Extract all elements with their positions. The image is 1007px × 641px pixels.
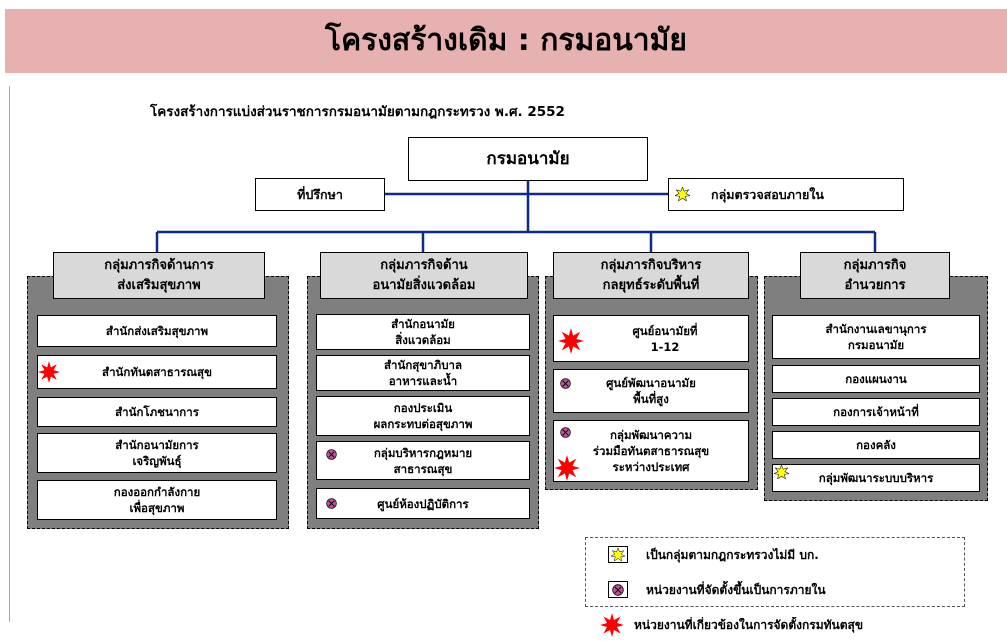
unit-label: กองคลัง	[856, 438, 896, 452]
unit-label: สำนักทันตสาธารณสุข	[102, 365, 212, 379]
unit-label: กลุ่มพัฒนาความ	[609, 428, 693, 442]
group-heading-administration: กลุ่มภารกิจ อำนวยการ	[800, 252, 950, 299]
unit-box: กองคลัง	[772, 431, 980, 459]
unit-label: สำนักโภชนาการ	[115, 405, 199, 419]
unit-label: เจริญพันธุ์	[132, 454, 182, 468]
unit-box: ศูนย์ห้องปฏิบัติการ	[316, 488, 530, 519]
title-banner: โครงสร้างเดิม : กรมอนามัย	[5, 9, 1007, 73]
unit-label: พื้นที่สูง	[633, 392, 669, 406]
unit-box: สำนักทันตสาธารณสุข	[37, 355, 277, 389]
legend-text: หน่วยงานที่จัดตั้งขึ้นเป็นการภายใน	[646, 583, 826, 597]
advisor-box: ที่ปรึกษา	[255, 178, 385, 211]
group-heading-line: อำนวยการ	[844, 277, 906, 293]
unit-box: ศูนย์อนามัยที่ 1-12	[553, 315, 749, 362]
red-star-icon	[558, 328, 584, 354]
unit-box: สำนักสุขาภิบาล อาหารและน้ำ	[316, 355, 530, 391]
page-title: โครงสร้างเดิม : กรมอนามัย	[324, 23, 688, 58]
legend: เป็นกลุ่มตามกฎกระทรวงไม่มี บก. หน่วยงานท…	[585, 537, 965, 607]
unit-label: กองประเมิน	[393, 401, 453, 415]
unit-box: สำนักส่งเสริมสุขภาพ	[37, 315, 277, 347]
sun-icon	[774, 465, 789, 480]
unit-box: ศูนย์พัฒนาอนามัย พื้นที่สูง	[553, 369, 749, 413]
root-label: กรมอนามัย	[486, 148, 570, 169]
group-heading-health-promotion: กลุ่มภารกิจด้านการ ส่งเสริมสุขภาพ	[53, 252, 265, 299]
unit-label: สำนักอนามัย	[391, 317, 455, 331]
advisor-label: ที่ปรึกษา	[297, 187, 343, 202]
unit-label: สำนักส่งเสริมสุขภาพ	[105, 324, 209, 338]
group-heading-line: กลุ่มภารกิจด้าน	[380, 257, 468, 273]
red-star-icon	[600, 613, 624, 637]
red-star-icon	[38, 361, 60, 383]
unit-box: สำนักอนามัย สิ่งแวดล้อม	[316, 314, 530, 350]
internal-unit-icon	[560, 378, 571, 389]
unit-label: ผลกระทบต่อสุขภาพ	[373, 417, 473, 431]
unit-box: กลุ่มบริหารกฎหมาย สาธารณสุข	[316, 441, 530, 480]
left-divider	[9, 86, 10, 622]
legend-swatch	[608, 581, 628, 598]
unit-label: กองออกกำลังกาย	[113, 485, 201, 499]
unit-box: สำนักงานเลขานุการ กรมอนามัย	[772, 315, 980, 359]
unit-label: สำนักสุขาภิบาล	[383, 358, 463, 372]
legend-text: เป็นกลุ่มตามกฎกระทรวงไม่มี บก.	[646, 548, 819, 562]
unit-label: สาธารณสุข	[393, 461, 453, 476]
red-star-icon	[554, 455, 580, 481]
unit-label: สิ่งแวดล้อม	[395, 333, 451, 347]
unit-box: กลุ่มพัฒนาระบบบริหาร	[772, 464, 980, 492]
unit-label: ร่วมมือทันตสาธารณสุข	[592, 444, 710, 458]
unit-box: กลุ่มพัฒนาความ ร่วมมือทันตสาธารณสุข ระหว…	[553, 420, 749, 482]
unit-label: เพื่อสุขภาพ	[129, 501, 185, 515]
group-heading-line: กลยุทธ์ระดับพื้นที่	[602, 277, 700, 293]
internal-audit-box: กลุ่มตรวจสอบภายใน	[668, 178, 904, 211]
group-heading-line: กลุ่มภารกิจด้านการ	[104, 257, 214, 273]
unit-label: สำนักงานเลขานุการ	[825, 322, 927, 336]
internal-unit-icon	[326, 498, 337, 509]
legend-swatch	[608, 546, 628, 563]
unit-label: ศูนย์ห้องปฏิบัติการ	[377, 496, 469, 511]
unit-label: สำนักอนามัยการ	[115, 438, 199, 452]
unit-label: ศูนย์อนามัยที่	[632, 323, 698, 338]
unit-label: ระหว่างประเทศ	[612, 460, 690, 474]
group-heading-area-strategy: กลุ่มภารกิจบริหาร กลยุทธ์ระดับพื้นที่	[553, 252, 749, 299]
unit-label: 1-12	[650, 339, 680, 354]
group-heading-environmental-health: กลุ่มภารกิจด้าน อนามัยสิ่งแวดล้อม	[320, 252, 528, 299]
group-heading-line: อนามัยสิ่งแวดล้อม	[372, 277, 476, 293]
unit-label: กรมอนามัย	[847, 338, 905, 352]
internal-unit-icon	[326, 449, 337, 460]
group-heading-line: ส่งเสริมสุขภาพ	[117, 277, 201, 293]
sun-icon	[611, 548, 625, 562]
legend-text: หน่วยงานที่เกี่ยวข้องในการจัดตั้งกรมทันต…	[634, 618, 864, 632]
unit-box: กองออกกำลังกาย เพื่อสุขภาพ	[37, 480, 277, 520]
unit-label: กลุ่มบริหารกฎหมาย	[373, 445, 473, 460]
diagram-subtitle: โครงสร้างการแบ่งส่วนราชการกรมอนามัยตามกฎ…	[150, 104, 565, 120]
internal-unit-icon	[560, 427, 571, 438]
group-heading-line: กลุ่มภารกิจบริหาร	[600, 257, 702, 273]
unit-label: ศูนย์พัฒนาอนามัย	[606, 376, 696, 390]
unit-box: กองการเจ้าหน้าที่	[772, 398, 980, 426]
unit-box: กองแผนงาน	[772, 365, 980, 393]
unit-box: สำนักโภชนาการ	[37, 397, 277, 427]
unit-box: กองประเมิน ผลกระทบต่อสุขภาพ	[316, 396, 530, 436]
group-heading-line: กลุ่มภารกิจ	[843, 257, 907, 273]
unit-label: กลุ่มพัฒนาระบบบริหาร	[818, 471, 934, 485]
unit-box: สำนักอนามัยการ เจริญพันธุ์	[37, 433, 277, 473]
unit-label: อาหารและน้ำ	[388, 374, 458, 388]
internal-unit-icon	[612, 584, 624, 596]
unit-label: กองแผนงาน	[845, 372, 907, 386]
root-box: กรมอนามัย	[408, 137, 648, 181]
unit-label: กองการเจ้าหน้าที่	[833, 405, 919, 419]
internal-audit-label: กลุ่มตรวจสอบภายใน	[711, 187, 824, 202]
sun-icon	[675, 187, 690, 202]
